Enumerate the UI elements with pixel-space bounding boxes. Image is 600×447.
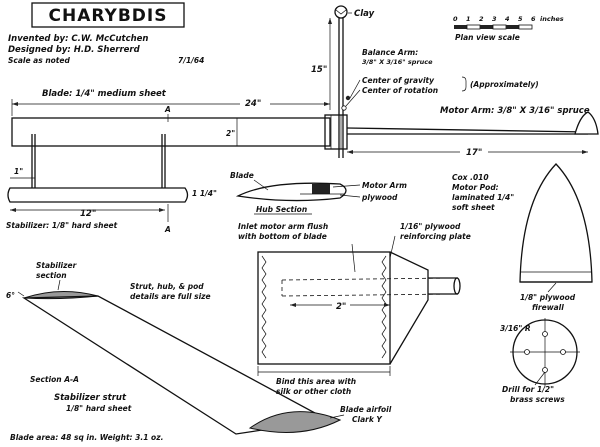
credit-scale: Scale as noted (8, 56, 70, 65)
stabilizer-label: Stabilizer: 1/8" hard sheet (6, 221, 118, 230)
airfoil-line-1: Blade airfoil (340, 405, 392, 414)
pod-line-3: laminated 1/4" (452, 193, 514, 202)
scale-tick-2: 2 (479, 15, 484, 23)
reinforcing-plate (389, 251, 429, 365)
stabilizer-plan (7, 187, 189, 203)
blade-airfoil-section (248, 411, 342, 433)
balance-arm-size: 3/8" X 3/16" spruce (362, 58, 433, 66)
scale-tick-0: 0 (453, 15, 458, 23)
hub-motor-arm (312, 184, 330, 194)
dim-1-1-4: 1 1/4" (192, 189, 217, 198)
dim-24: 24" (245, 99, 261, 109)
scale-unit: inches (540, 15, 564, 23)
plate-line-1: 1/16" plywood (400, 222, 461, 231)
airfoil-line-2: Clark Y (352, 415, 383, 424)
title-box (31, 2, 185, 28)
blade-plan (11, 117, 331, 147)
hub-motor-arm-label: Motor Arm (362, 181, 407, 190)
scale-tick-4: 4 (505, 15, 510, 23)
drill-line-1: Drill for 1/2" (502, 385, 554, 394)
bind-line-2: silk or other cloth (276, 387, 351, 396)
scale-tick-1: 1 (466, 15, 471, 23)
scale-tick-5: 5 (518, 15, 523, 23)
blade-root-detail (257, 251, 391, 365)
motor-arm (346, 127, 589, 133)
cr-label: Center of rotation (362, 86, 438, 95)
strut-detail-line-2: details are full size (130, 292, 211, 301)
motor-pod-side (519, 163, 593, 283)
stab-section-line-1: Stabilizer (36, 261, 78, 270)
scale-tick-3: 3 (492, 15, 497, 23)
hub-caption: Hub Section (256, 205, 307, 214)
firewall-line-2: firewall (532, 303, 564, 312)
motor-arm-label: Motor Arm: 3/8" X 3/16" spruce (440, 106, 590, 116)
bind-line-1: Bind this area with (276, 377, 356, 386)
strut-label-2: 1/8" hard sheet (66, 404, 132, 413)
pod-line-4: soft sheet (452, 203, 495, 212)
pod-line-1: Cox .010 (452, 173, 489, 182)
strut-detail-line-1: Strut, hub, & pod (130, 282, 204, 291)
scale-bar: 0 1 2 3 4 5 6 inches Plan view scale (453, 15, 564, 42)
radius-label: 3/16" R (500, 324, 531, 333)
dim-1: 1" (14, 167, 23, 176)
firewall-line-1: 1/8" plywood (520, 293, 576, 302)
inlet-line-1: Inlet motor arm flush (238, 222, 328, 231)
dim-6-deg: 6° (6, 291, 15, 300)
inlet-line-2: with bottom of blade (238, 232, 327, 241)
stab-section-line-2: section (36, 271, 67, 280)
scale-caption: Plan view scale (455, 33, 520, 42)
drill-line-2: brass screws (510, 395, 565, 404)
dim-12: 12" (80, 209, 96, 219)
dim-2-detail: 2" (336, 302, 346, 312)
hub-plywood-label: plywood (361, 193, 398, 202)
dim-17: 17" (466, 148, 482, 158)
credit-date: 7/1/64 (178, 56, 204, 65)
approx-label: (Approximately) (470, 80, 539, 89)
section-label: Section A-A (30, 375, 79, 384)
scale-tick-6: 6 (531, 15, 536, 23)
strut-label-1: Stabilizer strut (54, 393, 127, 403)
footer-note: Blade area: 48 sq in. Weight: 3.1 oz. (10, 433, 163, 442)
clay-weight (334, 5, 348, 19)
blade-label: Blade: 1/4" medium sheet (42, 89, 167, 99)
hub-plan (324, 114, 348, 150)
clay-label: Clay (354, 9, 375, 19)
credit-invented: Invented by: C.W. McCutchen (8, 34, 148, 44)
dim-15: 15" (311, 65, 327, 75)
credit-designed: Designed by: H.D. Sherrerd (8, 45, 141, 55)
hub-blade-label: Blade (230, 171, 254, 180)
balance-arm-label: Balance Arm: (362, 48, 418, 57)
pod-line-2: Motor Pod: (452, 183, 499, 192)
section-mark-bottom: A (164, 225, 171, 234)
plate-line-2: reinforcing plate (400, 232, 471, 241)
cg-label: Center of gravity (362, 76, 435, 85)
section-mark-top: A (164, 105, 171, 114)
drawing-title: CHARYBDIS (49, 6, 168, 26)
motor-pod-plan (574, 111, 599, 135)
dim-2-chord: 2" (226, 129, 235, 138)
